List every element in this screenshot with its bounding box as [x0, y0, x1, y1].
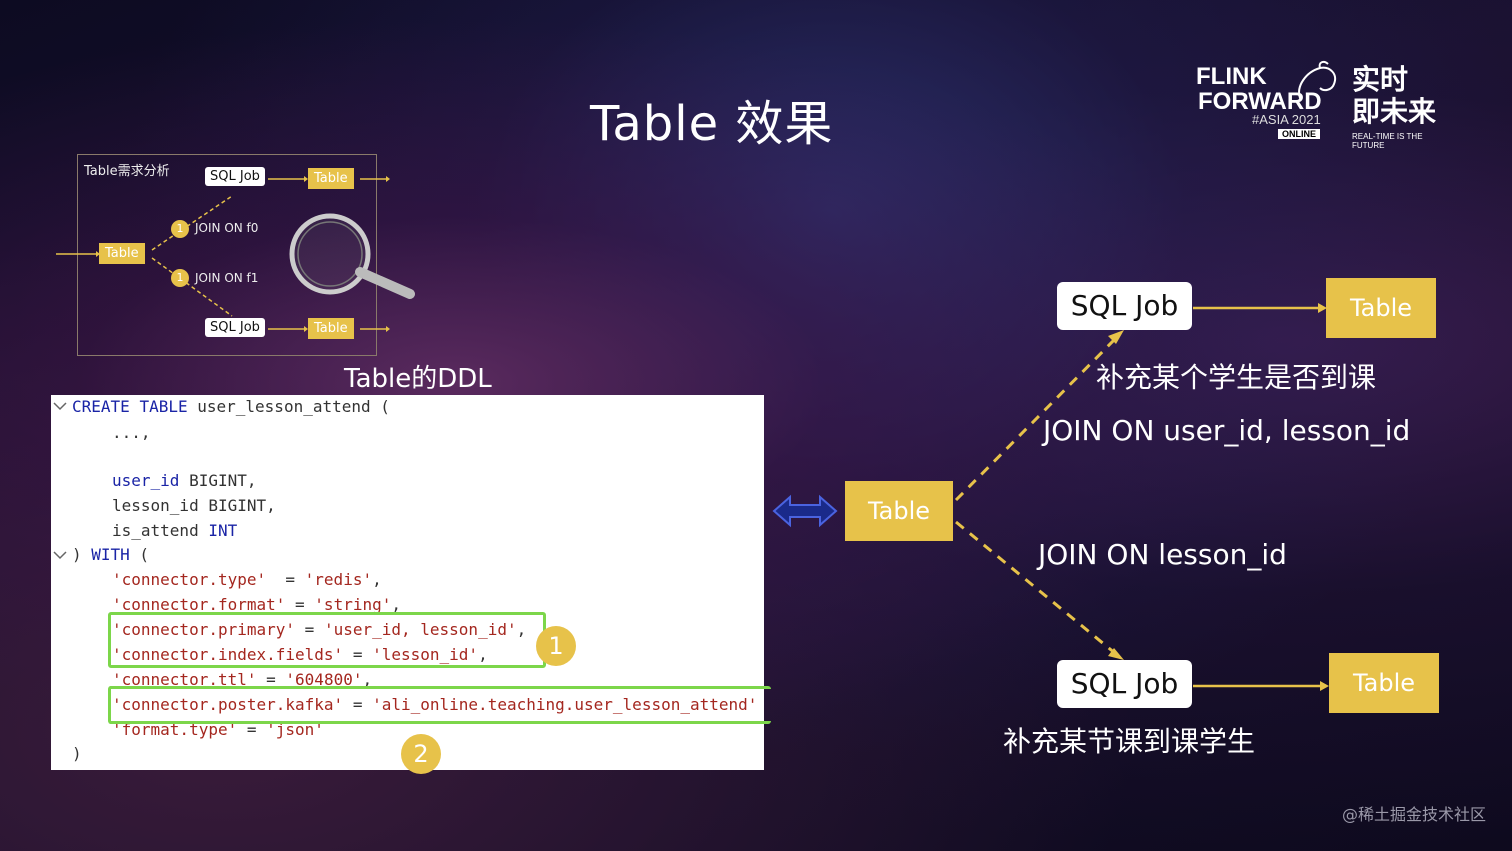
watermark: @稀土掘金技术社区 — [1341, 805, 1486, 824]
code-val: 'lesson_id' — [372, 645, 479, 664]
code-line-2: ..., — [112, 423, 151, 442]
bottom-sql-job-box: SQL Job — [1057, 660, 1192, 708]
logo-online-badge: ONLINE — [1278, 129, 1321, 139]
mini-table-top: Table — [308, 168, 354, 189]
code-end: , — [516, 620, 527, 639]
code-key: 'connector.primary' — [112, 620, 296, 639]
fold-chevron-icon[interactable] — [53, 401, 67, 411]
mini-sql-job-top: SQL Job — [205, 167, 265, 186]
code-end: , — [362, 670, 373, 689]
logo-forward-text: FORWARD — [1198, 88, 1322, 115]
code-kw-table: TABLE — [139, 397, 188, 416]
badge-label-kafka: 定义更新消息Kafka表 — [448, 742, 703, 772]
code-line-9: 'connector.format' = 'string', — [112, 595, 401, 614]
code-paren-close: ) — [72, 545, 92, 564]
bottom-join-label: JOIN ON lesson_id — [1038, 538, 1287, 571]
logo-cn-line2: 即未来 — [1352, 95, 1437, 128]
bottom-description: 补充某节课到课学生 — [1003, 725, 1256, 758]
mini-table-source: Table — [99, 243, 145, 264]
logo-asia-text: #ASIA 2021 — [1252, 112, 1321, 127]
code-end: , — [478, 645, 488, 664]
code-eq: = — [266, 570, 305, 589]
slide-title: Table 效果 — [590, 96, 834, 152]
code-line-10: 'connector.primary' = 'user_id, lesson_i… — [112, 620, 526, 639]
code-key: 'connector.ttl' — [112, 670, 257, 689]
mini-sql-job-bottom: SQL Job — [205, 318, 265, 337]
code-line-15: ) — [72, 744, 82, 763]
code-val: 'ali_online.teaching.user_lesson_attend' — [372, 695, 758, 714]
ddl-code-panel: CREATE TABLE user_lesson_attend ( ..., u… — [51, 395, 764, 770]
code-eq: = — [343, 695, 373, 714]
code-val: 'string' — [314, 595, 392, 614]
code-line-7: ) WITH ( — [72, 545, 149, 564]
code-line-12: 'connector.ttl' = '604800', — [112, 670, 372, 689]
code-line-5: lesson_id BIGINT, — [112, 496, 276, 515]
code-paren-open: ( — [129, 545, 150, 564]
code-key: 'connector.index.fields' — [112, 645, 344, 664]
mini-diagram-caption: Table需求分析 — [84, 164, 170, 179]
code-col-is-attend: is_attend — [112, 521, 209, 540]
top-sql-job-box: SQL Job — [1057, 282, 1192, 330]
code-kw-with: WITH — [91, 545, 130, 564]
code-line-14: 'format.type' = 'json' — [112, 720, 324, 739]
ddl-caption: Table的DDL — [344, 364, 492, 394]
code-end: , — [372, 570, 382, 589]
mini-join2-number: 1 — [171, 269, 189, 287]
double-arrow-icon — [772, 494, 838, 528]
code-type-int: INT — [208, 521, 238, 540]
mini-diagram-frame — [77, 154, 377, 356]
code-eq: = — [295, 620, 324, 639]
code-line-1: CREATE TABLE user_lesson_attend ( — [72, 397, 390, 416]
code-end: , — [391, 595, 401, 614]
squirrel-icon — [1298, 60, 1336, 99]
code-val: 'user_id, lesson_id' — [323, 620, 517, 639]
code-val: '604800' — [285, 670, 363, 689]
code-key: 'format.type' — [112, 720, 238, 739]
code-key: 'connector.poster.kafka' — [112, 695, 344, 714]
mini-join1-number: 1 — [171, 220, 189, 238]
mini-table-bottom: Table — [308, 318, 354, 339]
code-key: 'connector.type' — [112, 570, 267, 589]
logo-flink-text: FLINK — [1196, 63, 1267, 90]
code-eq: = — [256, 670, 286, 689]
logo-tagline: REAL-TIME IS THE FUTURE — [1352, 132, 1423, 150]
highlight-index-box — [108, 612, 546, 668]
code-val: 'json' — [266, 720, 324, 739]
code-line-6: is_attend INT — [112, 521, 237, 540]
top-description: 补充某个学生是否到课 — [1096, 361, 1377, 394]
highlight-kafka-box — [108, 686, 771, 724]
source-table-box: Table — [845, 481, 953, 541]
badge-number: 1 — [536, 626, 576, 666]
bottom-table-box: Table — [1329, 653, 1439, 713]
top-join-label: JOIN ON user_id, lesson_id — [1043, 414, 1411, 447]
mini-join1-label: JOIN ON f0 — [195, 221, 259, 235]
badge-number: 2 — [401, 734, 441, 774]
top-table-box: Table — [1326, 278, 1436, 338]
code-eq: = — [237, 720, 267, 739]
fold-chevron-icon[interactable] — [53, 550, 67, 560]
flink-forward-logo: FLINK FORWARD #ASIA 2021 ONLINE 实时 即未来 R… — [1196, 58, 1456, 150]
code-line-11: 'connector.index.fields' = 'lesson_id', — [112, 645, 488, 664]
logo-cn-line1: 实时 — [1352, 63, 1409, 96]
badge-label-multi-index: 定义多索引 — [582, 634, 713, 664]
code-line-13: 'connector.poster.kafka' = 'ali_online.t… — [112, 695, 757, 714]
code-line-4: user_id BIGINT, — [112, 471, 257, 490]
code-eq: = — [285, 595, 315, 614]
logo-cn-text: 实时 即未来 — [1352, 64, 1452, 128]
code-line-8: 'connector.type' = 'redis', — [112, 570, 382, 589]
mini-join2-label: JOIN ON f1 — [195, 271, 259, 285]
code-table-name: user_lesson_attend ( — [187, 397, 390, 416]
code-kw-create: CREATE — [72, 397, 130, 416]
code-eq: = — [343, 645, 373, 664]
code-key: 'connector.format' — [112, 595, 286, 614]
code-col-user-id: user_id — [112, 471, 180, 490]
code-type-bigint: BIGINT, — [179, 471, 257, 490]
code-val: 'redis' — [304, 570, 373, 589]
